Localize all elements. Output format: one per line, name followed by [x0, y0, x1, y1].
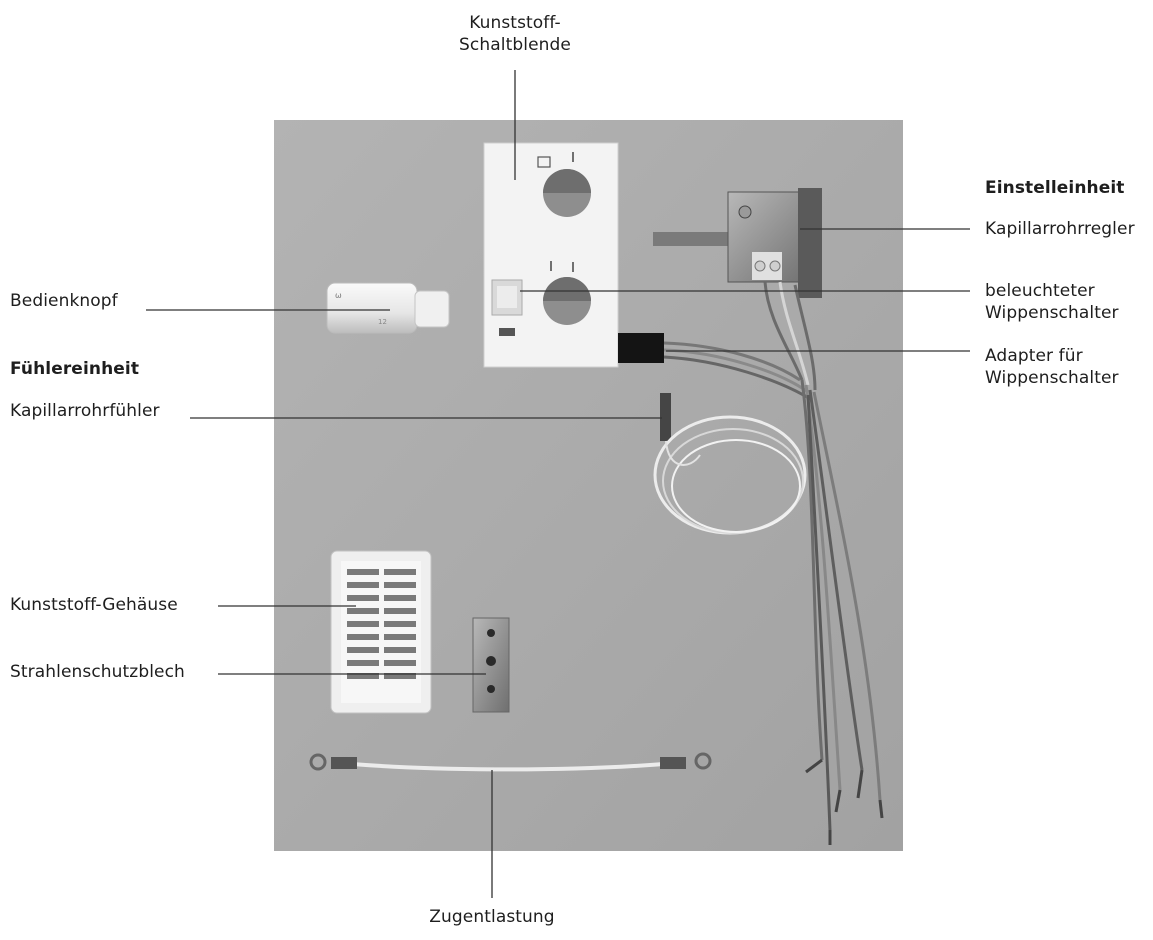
label-adapter-line2: Wippenschalter	[985, 368, 1119, 388]
label-adapter: Adapter für Wippenschalter	[985, 345, 1119, 389]
wire-bundle	[663, 281, 884, 845]
label-wippenschalter-line1: beleuchteter	[985, 281, 1095, 301]
label-adapter-line1: Adapter für	[985, 346, 1083, 366]
label-wippenschalter-line2: Wippenschalter	[985, 303, 1119, 323]
label-schaltblende: Kunststoff- Schaltblende	[440, 12, 590, 56]
leader-lines	[146, 70, 970, 898]
zugentlastung-part	[309, 752, 712, 772]
strahlenschutzblech-part	[472, 617, 510, 713]
svg-text:12: 12	[378, 318, 387, 326]
label-schaltblende-line2: Schaltblende	[459, 35, 571, 55]
svg-text:ω: ω	[335, 291, 342, 300]
kapillarrohrfuehler-part	[653, 393, 807, 535]
kapillarrohrregler-part	[653, 188, 822, 298]
kunststoff-gehaeuse-part	[330, 550, 432, 714]
schaltblende-part	[483, 142, 619, 368]
adapter-part	[618, 333, 664, 363]
label-einstelleinheit: Einstelleinheit	[985, 178, 1125, 198]
label-zugentlastung: Zugentlastung	[429, 907, 555, 927]
label-wippenschalter: beleuchteter Wippenschalter	[985, 280, 1119, 324]
label-bedienknopf: Bedienknopf	[10, 291, 118, 311]
label-fuehlereinheit: Fühlereinheit	[10, 359, 140, 379]
label-kapillarrohrfuehler: Kapillarrohrfühler	[10, 401, 160, 421]
label-kunststoff-gehaeuse: Kunststoff-Gehäuse	[10, 595, 178, 615]
label-schaltblende-line1: Kunststoff-	[469, 13, 561, 33]
bedienknopf-part: ω 12	[326, 282, 450, 334]
label-strahlenschutzblech: Strahlenschutzblech	[10, 662, 185, 682]
label-kapillarrohrregler: Kapillarrohrregler	[985, 219, 1135, 239]
